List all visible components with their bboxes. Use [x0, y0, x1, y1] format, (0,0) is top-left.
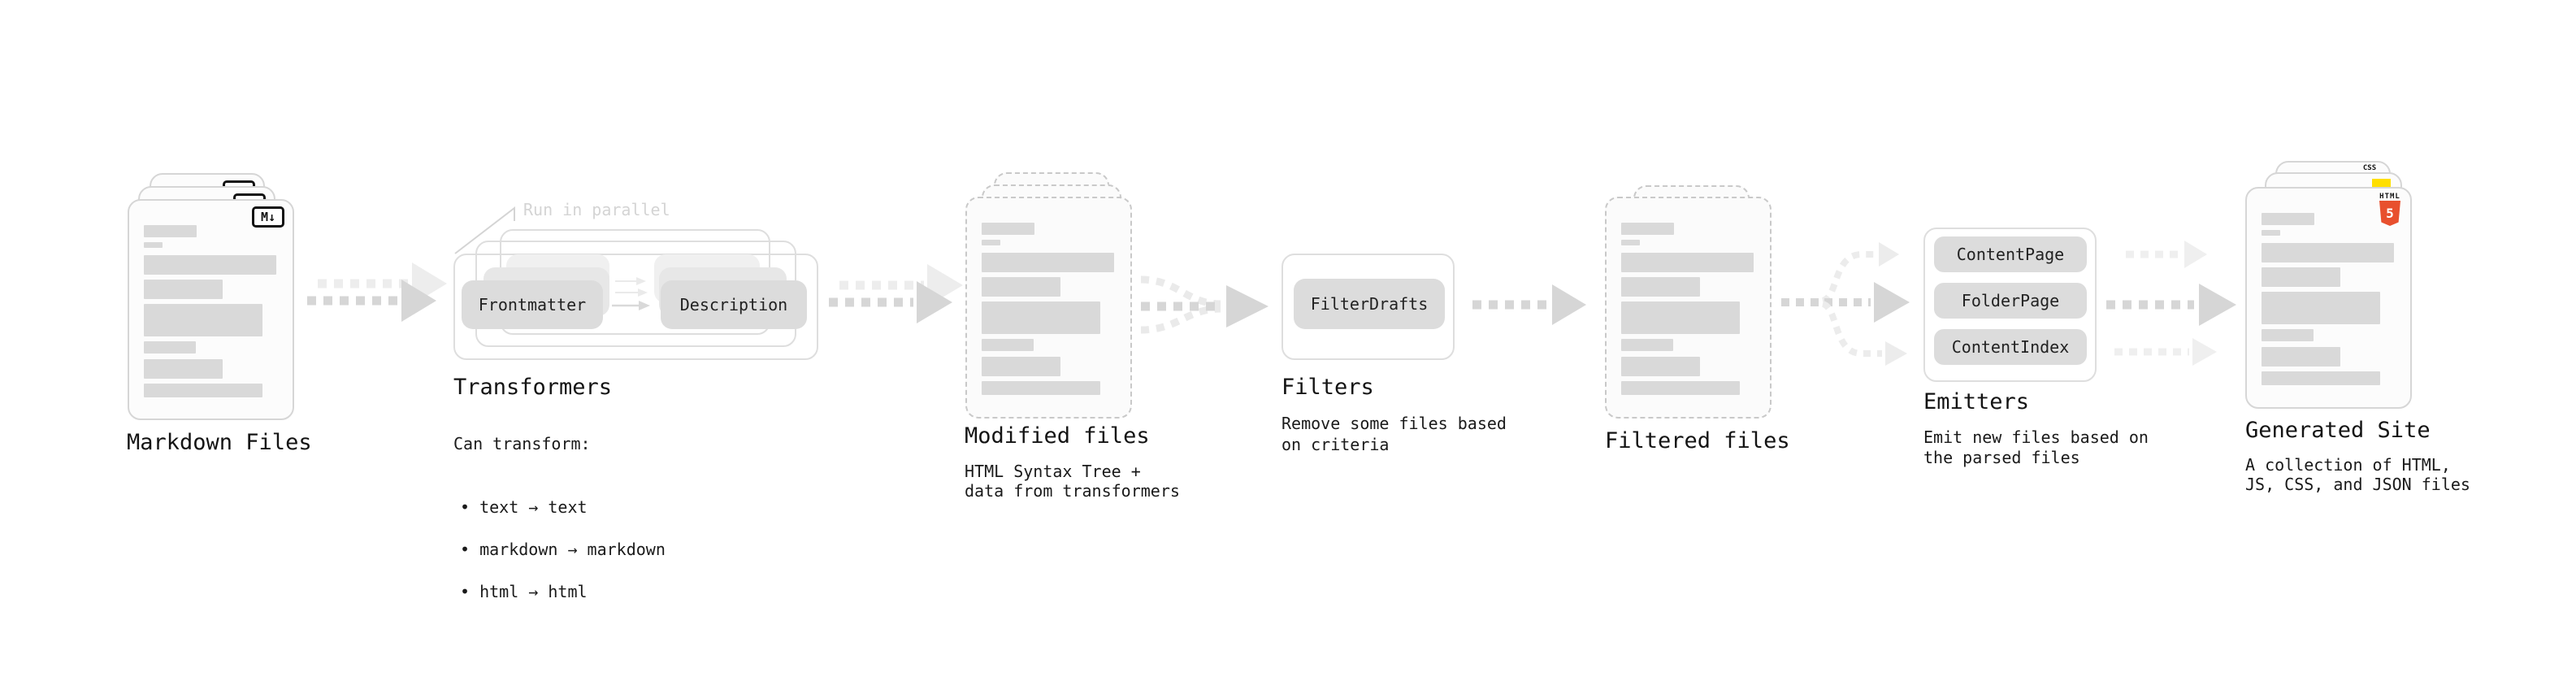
run-in-parallel-annotation: Run in parallel	[523, 200, 670, 219]
filters-frame	[1281, 254, 1455, 360]
frontmatter-node: Frontmatter	[462, 280, 603, 329]
file-card-front	[1605, 197, 1772, 419]
modified-files-label: Modified files	[965, 423, 1150, 449]
filtered-files-label: Filtered files	[1605, 428, 1790, 453]
file-content-placeholder	[2247, 189, 2410, 407]
transform-bullet: • text → text	[460, 497, 588, 517]
arrow-markdown-to-transformers	[307, 262, 447, 322]
transformer-frame-front	[453, 254, 818, 360]
folderpage-node: FolderPage	[1934, 283, 2087, 319]
filters-description: Remove some files based on criteria	[1281, 414, 1507, 454]
filterdrafts-node: FilterDrafts	[1294, 279, 1445, 329]
js-icon	[2372, 179, 2391, 188]
arrow-transformers-to-modified	[829, 264, 963, 323]
transformers-description: Can transform: • text → text • markdown …	[453, 412, 666, 644]
file-content-placeholder	[129, 201, 293, 419]
generated-site-description: A collection of HTML, JS, CSS, and JSON …	[2245, 455, 2470, 494]
arrow-emitters-to-site	[2106, 241, 2236, 366]
file-content-placeholder	[1607, 198, 1770, 417]
transform-bullet: • markdown → markdown	[460, 540, 666, 559]
file-card-front	[965, 197, 1132, 419]
emitters-description: Emit new files based on the parsed files	[1923, 427, 2149, 467]
file-content-placeholder	[967, 198, 1130, 417]
arrow-frontmatter-to-description	[612, 277, 650, 310]
arrow-filtered-to-emitters-fanout	[1781, 242, 1910, 366]
arrow-modified-to-filters-merge	[1140, 275, 1268, 334]
arrow-filters-to-filtered	[1472, 284, 1586, 325]
description-node: Description	[661, 280, 807, 329]
svg-text:5: 5	[2386, 206, 2394, 221]
transform-bullet: • html → html	[460, 582, 588, 601]
contentindex-node: ContentIndex	[1934, 329, 2087, 365]
markdown-files-label: Markdown Files	[127, 430, 312, 455]
file-card-front: HTML 5	[2245, 187, 2412, 409]
markdown-icon: M↓	[252, 206, 284, 228]
contentpage-node: ContentPage	[1934, 236, 2087, 272]
generated-site-label: Generated Site	[2245, 418, 2431, 443]
html5-icon: HTML 5	[2377, 193, 2403, 227]
modified-files-description: HTML Syntax Tree + data from transformer…	[965, 462, 1180, 501]
emitters-frame	[1923, 228, 2097, 382]
file-card-front: M↓	[128, 199, 294, 420]
transformers-label: Transformers	[453, 375, 613, 400]
emitters-label: Emitters	[1923, 389, 2030, 414]
annotation-connector-line	[454, 206, 515, 254]
can-transform-title: Can transform:	[453, 434, 591, 453]
filters-label: Filters	[1281, 375, 1374, 400]
